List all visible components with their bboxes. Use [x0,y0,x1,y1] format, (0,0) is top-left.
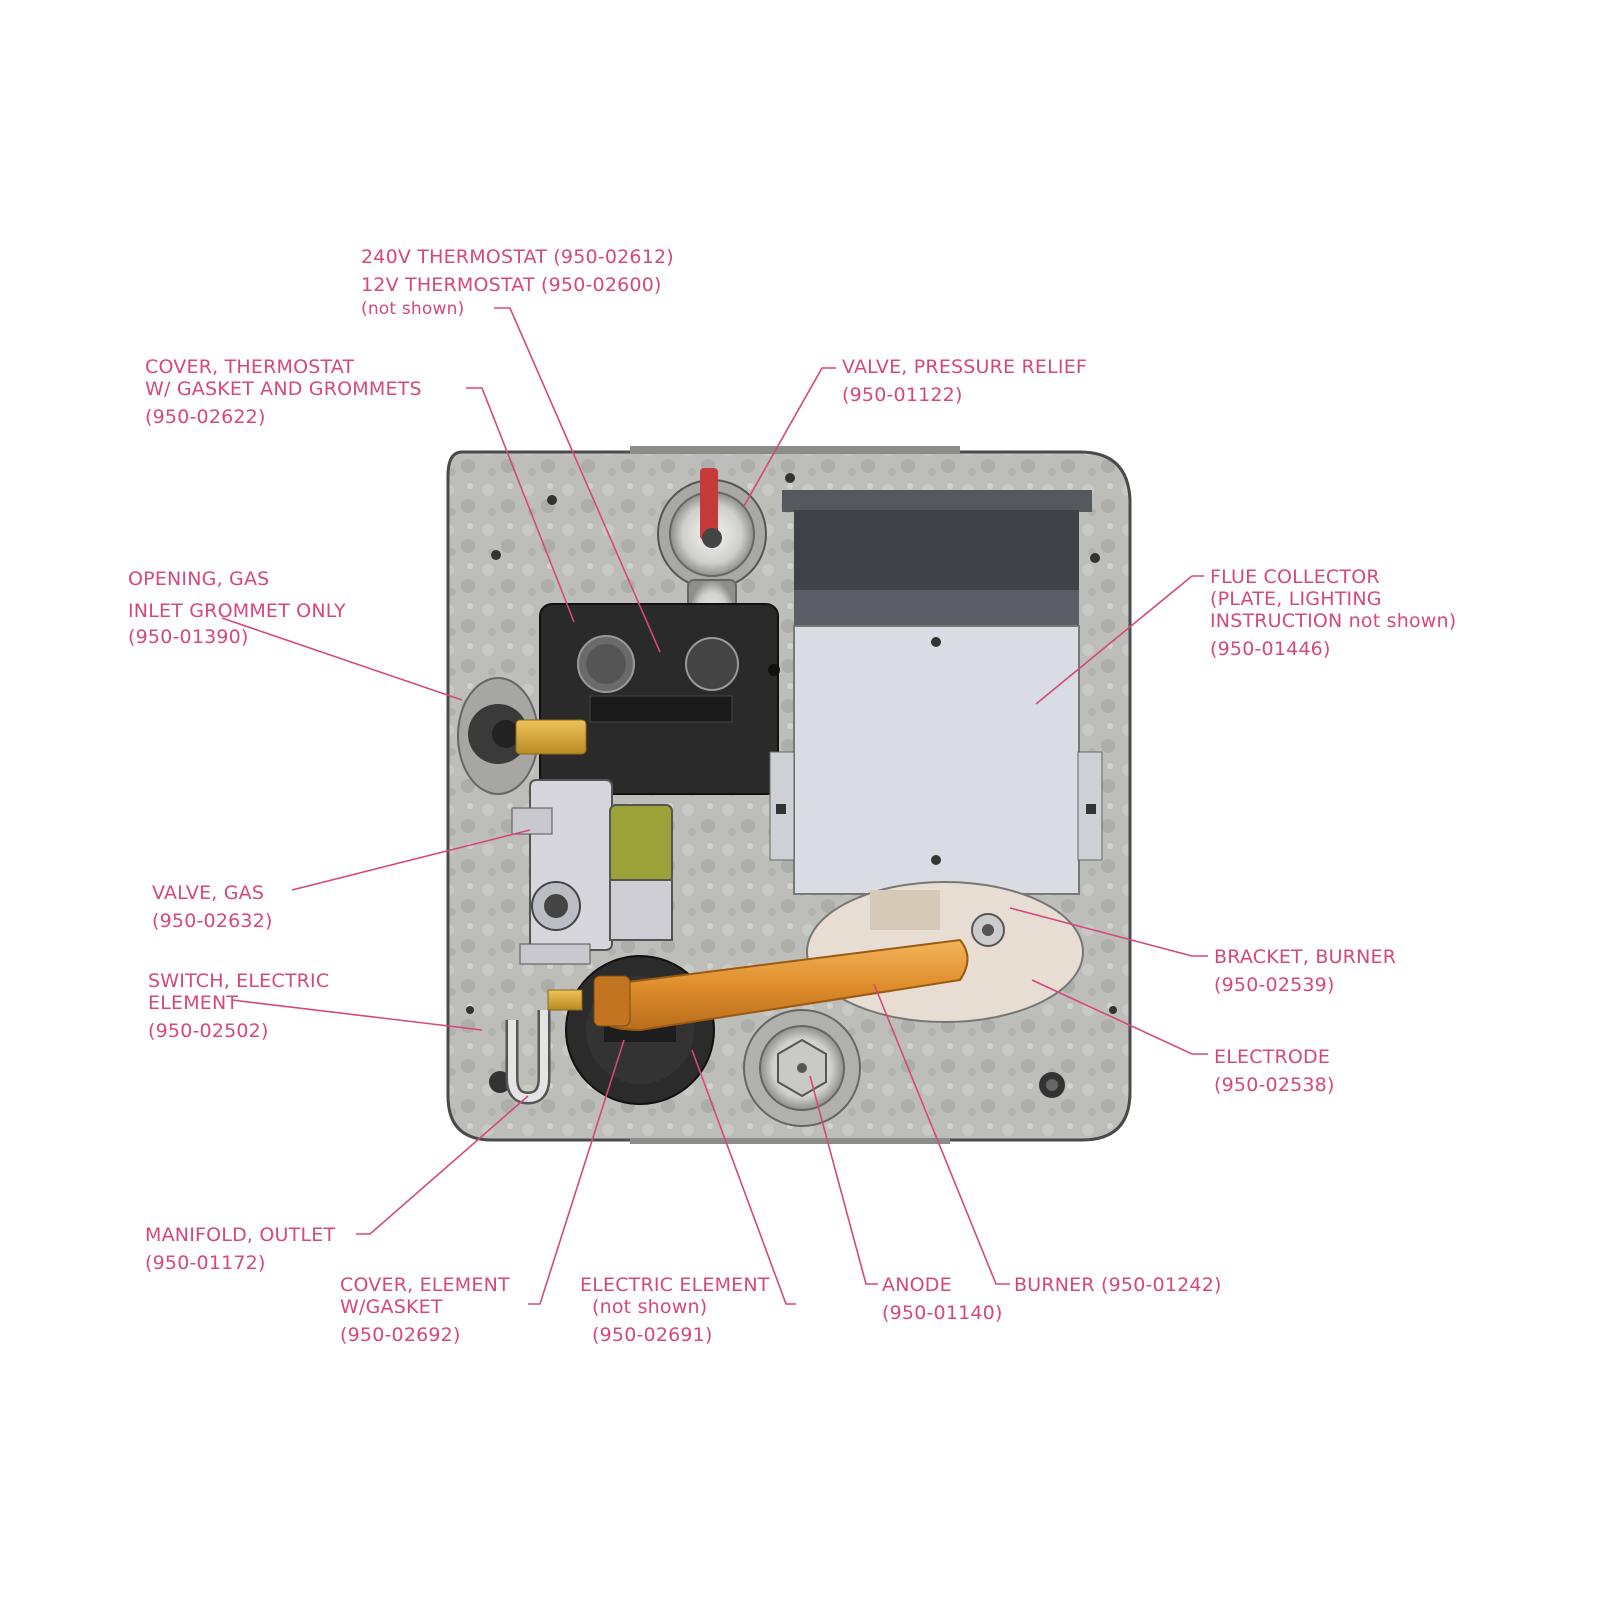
burner-tube [593,938,969,1032]
leader-cover-element [528,1039,625,1305]
label-electric-element-line1: ELECTRIC ELEMENT [580,1274,770,1296]
leader-pressure-relief [743,367,836,507]
label-switch-pn: (950-02502) [148,1020,269,1042]
label-cover-thermostat: COVER, THERMOSTAT W/ GASKET AND GROMMETS… [145,356,422,428]
thermostat-cover [539,603,780,795]
label-bracket-burner-pn: (950-02539) [1214,974,1335,996]
label-electrode-pn: (950-02538) [1214,1074,1335,1096]
label-pressure-relief-pn: (950-01122) [842,384,963,406]
leader-manifold [356,1095,529,1235]
label-gas-opening: OPENING, GAS INLET GROMMET ONLY (950-013… [128,568,346,648]
label-cover-thermostat-line2: W/ GASKET AND GROMMETS [145,378,422,400]
label-anode-pn: (950-01140) [882,1302,1003,1324]
label-burner: BURNER (950-01242) [1014,1274,1222,1296]
anode [743,1009,861,1127]
label-gas-valve-pn: (950-02632) [152,910,273,932]
label-pressure-relief-line1: VALVE, PRESSURE RELIEF [842,356,1088,378]
label-gas-opening-line1: OPENING, GAS [128,568,270,590]
label-cover-thermostat-line1: COVER, THERMOSTAT [145,356,355,378]
label-thermostat-line2: 12V THERMOSTAT (950-02600) [361,274,662,296]
label-gas-opening-line2: INLET GROMMET ONLY [128,600,346,622]
label-electric-element: ELECTRIC ELEMENT (not shown) (950-02691) [580,1274,770,1346]
leader-cover-thermostat [466,387,575,623]
leader-burner [873,983,1010,1285]
leader-gas-opening [221,617,463,701]
label-cover-thermostat-pn: (950-02622) [145,406,266,428]
label-electrode-line1: ELECTRODE [1214,1046,1331,1068]
label-gas-valve: VALVE, GAS (950-02632) [152,882,273,932]
label-flue-collector-line1: FLUE COLLECTOR [1210,566,1380,588]
leader-switch [231,999,483,1031]
leader-lines [221,307,1208,1305]
label-gas-valve-line1: VALVE, GAS [152,882,265,904]
label-switch-line1: SWITCH, ELECTRIC [148,970,330,992]
label-burner-line1: BURNER (950-01242) [1014,1274,1222,1296]
flue-collector [769,490,1103,895]
label-flue-collector: FLUE COLLECTOR (PLATE, LIGHTING INSTRUCT… [1210,566,1456,660]
label-manifold-line1: MANIFOLD, OUTLET [145,1224,336,1246]
label-cover-element: COVER, ELEMENT W/GASKET (950-02692) [340,1274,510,1346]
label-switch: SWITCH, ELECTRIC ELEMENT (950-02502) [148,970,329,1042]
label-anode: ANODE (950-01140) [882,1274,1003,1324]
manifold-outlet [505,989,583,1105]
label-thermostat: 240V THERMOSTAT (950-02612) 12V THERMOST… [361,246,674,320]
label-gas-opening-pn: (950-01390) [128,626,249,648]
gas-valve [511,779,673,965]
label-cover-element-line1: COVER, ELEMENT [340,1274,510,1296]
label-manifold: MANIFOLD, OUTLET (950-01172) [145,1224,335,1274]
label-switch-line2: ELEMENT [148,992,239,1014]
label-electrode: ELECTRODE (950-02538) [1214,1046,1335,1096]
label-cover-element-pn: (950-02692) [340,1324,461,1346]
leader-electrode [1031,979,1208,1055]
label-flue-collector-line2: (PLATE, LIGHTING [1210,588,1382,610]
leader-anode [809,1075,878,1285]
leader-thermostat [494,307,661,653]
label-thermostat-line1: 240V THERMOSTAT (950-02612) [361,246,674,268]
leader-flue-collector [1035,575,1204,705]
label-electric-element-pn: (950-02691) [592,1324,713,1346]
leader-electric-element [691,1049,796,1305]
leader-bracket-burner [1009,907,1208,957]
label-electric-element-line2: (not shown) [592,1296,708,1318]
label-thermostat-note: (not shown) [361,299,465,319]
label-pressure-relief: VALVE, PRESSURE RELIEF (950-01122) [842,356,1087,406]
label-bracket-burner-line1: BRACKET, BURNER [1214,946,1397,968]
leader-gas-valve [291,829,531,891]
label-flue-collector-line3: INSTRUCTION not shown) [1210,610,1457,632]
label-bracket-burner: BRACKET, BURNER (950-02539) [1214,946,1396,996]
gas-inlet-grommet [457,677,587,795]
label-anode-line1: ANODE [882,1274,952,1296]
label-flue-collector-pn: (950-01446) [1210,638,1331,660]
label-manifold-pn: (950-01172) [145,1252,266,1274]
label-cover-element-line2: W/GASKET [340,1296,443,1318]
